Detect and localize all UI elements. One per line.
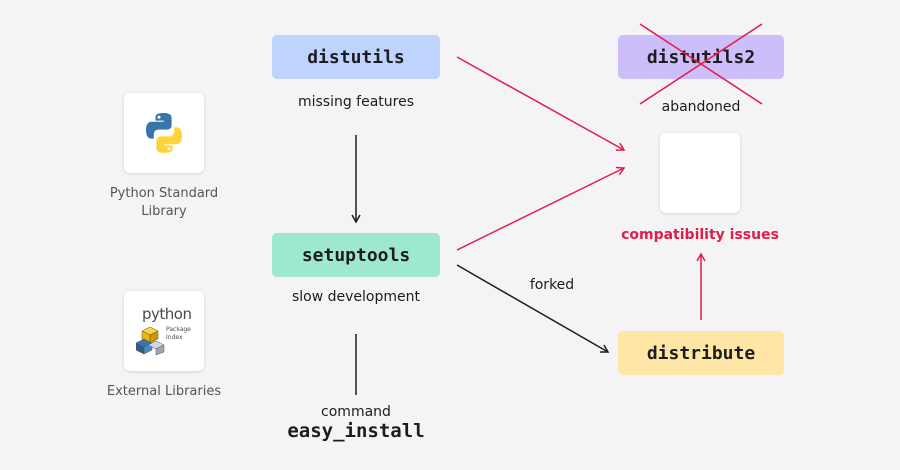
python-logo-icon bbox=[146, 113, 182, 153]
node-distutils-label: distutils bbox=[307, 46, 405, 68]
label-missing-features: missing features bbox=[297, 94, 415, 110]
pypi-logo-sub-index: Index bbox=[166, 334, 183, 341]
edge-setuptools-compat bbox=[456, 166, 626, 251]
label-slow-development: slow development bbox=[291, 289, 420, 305]
caption-python-standard-library: Python Standard Library bbox=[109, 186, 219, 219]
edge-distutils-compat bbox=[456, 56, 626, 151]
python-standard-library-card bbox=[124, 93, 204, 173]
node-distribute: distribute bbox=[618, 331, 784, 375]
node-distutils: distutils bbox=[272, 35, 440, 79]
label-abandoned: abandoned bbox=[661, 99, 741, 115]
node-distribute-label: distribute bbox=[646, 342, 756, 364]
caption-external-libraries: External Libraries bbox=[106, 384, 222, 399]
pypi-cubes-icon bbox=[136, 326, 165, 355]
node-setuptools-label: setuptools bbox=[301, 244, 411, 266]
compatibility-issues-card bbox=[660, 133, 740, 213]
node-setuptools: setuptools bbox=[272, 233, 440, 277]
pypi-logo-word: python bbox=[142, 305, 192, 323]
pypi-logo-icon: python Package Index bbox=[132, 303, 196, 359]
label-easy-install: easy_install bbox=[287, 420, 425, 442]
label-compatibility-issues: compatibility issues bbox=[621, 227, 779, 243]
node-distutils2-label: distutils2 bbox=[646, 46, 756, 68]
label-command: command bbox=[321, 404, 391, 420]
label-forked: forked bbox=[529, 277, 575, 293]
external-libraries-card: python Package Index bbox=[124, 291, 204, 371]
pypi-logo-sub-package: Package bbox=[166, 326, 191, 333]
node-distutils2: distutils2 bbox=[618, 35, 784, 79]
